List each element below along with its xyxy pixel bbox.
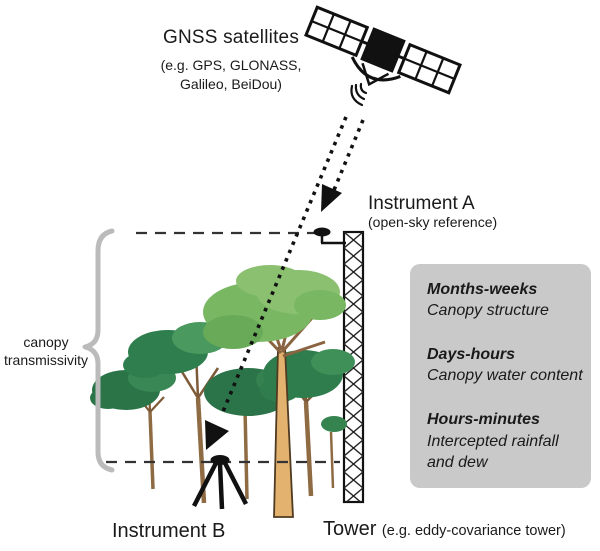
- gnss-sublabel-line1: (e.g. GPS, GLONASS,: [160, 57, 302, 73]
- tree-icon: [90, 364, 176, 490]
- panel-item-description: Intercepted rainfall and dew: [427, 432, 559, 471]
- panel-item: Hours-minutes Intercepted rainfall and d…: [427, 409, 585, 472]
- tree-icon: [321, 416, 347, 489]
- canopy-brace: [82, 228, 115, 473]
- gnss-sublabel-line2: Galileo, BeiDou): [180, 75, 282, 92]
- timescale-panel: Months-weeks Canopy structure Days-hours…: [410, 264, 591, 488]
- panel-item-description: Canopy structure: [427, 302, 549, 320]
- gnss-satellites-sublabel: (e.g. GPS, GLONASS, Galileo, BeiDou): [148, 56, 314, 94]
- satellite-icon: [304, 5, 462, 107]
- signal-path-to-instrument-a: [332, 119, 365, 191]
- tower-label: Tower (e.g. eddy-covariance tower): [323, 518, 566, 541]
- instrument-a-sublabel: (open-sky reference): [368, 214, 498, 230]
- tree-icon: [123, 322, 228, 504]
- instrument-b-label: Instrument B: [112, 520, 226, 542]
- panel-item-title: Hours-minutes: [427, 411, 540, 429]
- instrument-b-tripod-icon: [191, 455, 249, 510]
- tower-structure: [342, 230, 365, 504]
- tower-label-title: Tower: [323, 518, 377, 540]
- instrument-a-label: Instrument A: [368, 193, 475, 214]
- arrowhead-instrument-a-icon: [321, 184, 342, 212]
- panel-item: Months-weeks Canopy structure: [427, 279, 585, 321]
- tower-label-sublabel: (e.g. eddy-covariance tower): [381, 523, 566, 539]
- instrument-a-antenna-icon: [313, 227, 346, 245]
- tree-icon: [203, 265, 346, 518]
- panel-item-title: Days-hours: [427, 346, 516, 364]
- canopy-transmissivity-label: canopy transmissivity: [3, 334, 88, 368]
- signal-waves-icon: [350, 82, 368, 107]
- panel-item-title: Months-weeks: [427, 281, 538, 298]
- panel-item: Days-hours Canopy water content: [427, 344, 585, 386]
- panel-item-description: Canopy water content: [427, 367, 583, 385]
- gnss-satellites-label: GNSS satellites: [162, 27, 300, 48]
- arrowhead-instrument-b-icon: [205, 420, 229, 450]
